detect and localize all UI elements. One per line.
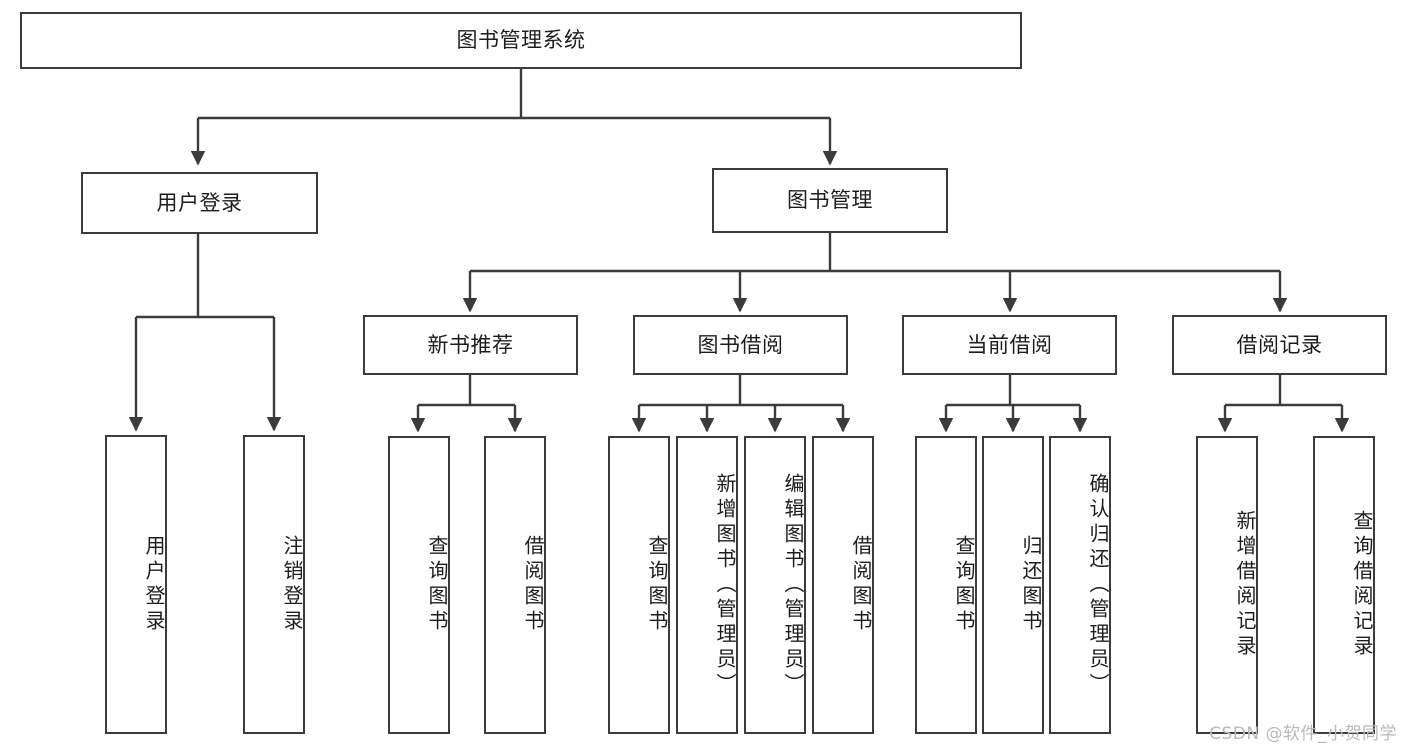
leaf-new-book-borrow-label: 借阅图书	[521, 535, 545, 635]
leaf-book-borrow-query-label: 查询图书	[645, 535, 669, 635]
csdn-watermark: CSDN @软件_小贺同学	[1209, 724, 1397, 744]
leaf-new-book-borrow[interactable]: 借阅图书	[484, 436, 546, 734]
leaf-borrow-record-add[interactable]: 新增借阅记录	[1196, 436, 1258, 734]
node-borrow-record[interactable]: 借阅记录	[1172, 315, 1387, 375]
node-book-borrow[interactable]: 图书借阅	[633, 315, 848, 375]
node-user-login[interactable]: 用户登录	[81, 172, 318, 234]
node-current-borrow[interactable]: 当前借阅	[902, 315, 1117, 375]
node-borrow-record-label: 借阅记录	[1236, 332, 1323, 357]
node-new-book-recommend[interactable]: 新书推荐	[363, 315, 578, 375]
node-book-management-label: 图书管理	[787, 188, 873, 213]
node-book-management[interactable]: 图书管理	[712, 168, 948, 233]
node-new-book-recommend-label: 新书推荐	[427, 332, 514, 357]
leaf-current-borrow-confirm-return[interactable]: 确认归还（管理员）	[1049, 436, 1111, 734]
leaf-current-borrow-query-label: 查询图书	[952, 535, 976, 635]
leaf-book-borrow-edit[interactable]: 编辑图书（管理员）	[744, 436, 806, 734]
leaf-borrow-record-add-label: 新增借阅记录	[1233, 510, 1257, 660]
node-user-login-label: 用户登录	[156, 190, 243, 215]
leaf-book-borrow-add-label: 新增图书（管理员）	[713, 472, 737, 698]
leaf-book-borrow-add[interactable]: 新增图书（管理员）	[676, 436, 738, 734]
leaf-new-book-query-label: 查询图书	[425, 535, 449, 635]
node-root-system[interactable]: 图书管理系统	[20, 12, 1022, 69]
leaf-current-borrow-return[interactable]: 归还图书	[982, 436, 1044, 734]
leaf-book-borrow-borrow-label: 借阅图书	[849, 535, 873, 635]
leaf-current-borrow-confirm-return-label: 确认归还（管理员）	[1086, 472, 1110, 698]
leaf-user-login-login[interactable]: 用户登录	[105, 435, 167, 734]
leaf-current-borrow-return-label: 归还图书	[1019, 535, 1043, 635]
leaf-new-book-query[interactable]: 查询图书	[388, 436, 450, 734]
leaf-borrow-record-query[interactable]: 查询借阅记录	[1313, 436, 1375, 734]
leaf-book-borrow-borrow[interactable]: 借阅图书	[812, 436, 874, 734]
leaf-current-borrow-query[interactable]: 查询图书	[915, 436, 977, 734]
node-root-system-label: 图书管理系统	[456, 28, 586, 53]
leaf-user-login-logout-label: 注销登录	[280, 534, 304, 635]
leaf-book-borrow-query[interactable]: 查询图书	[608, 436, 670, 734]
node-current-borrow-label: 当前借阅	[966, 332, 1053, 357]
leaf-user-login-login-label: 用户登录	[142, 534, 166, 635]
node-book-borrow-label: 图书借阅	[697, 332, 784, 357]
leaf-book-borrow-edit-label: 编辑图书（管理员）	[781, 472, 805, 698]
leaf-user-login-logout[interactable]: 注销登录	[243, 435, 305, 734]
leaf-borrow-record-query-label: 查询借阅记录	[1350, 510, 1374, 660]
